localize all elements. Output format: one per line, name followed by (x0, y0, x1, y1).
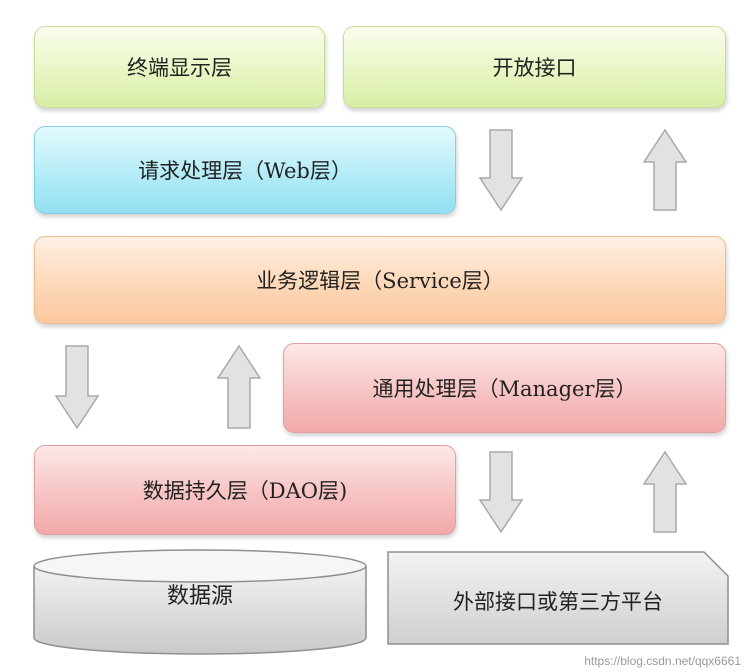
database-cylinder-icon (33, 549, 367, 655)
down-arrow-icon (478, 129, 524, 212)
dao-layer-label: 数据持久层（DAO层) (142, 479, 348, 503)
manager-layer: 通用处理层（Manager层） (283, 343, 726, 433)
down-arrow-icon (478, 451, 524, 534)
external-platform-label: 外部接口或第三方平台 (453, 590, 663, 614)
service-layer: 业务逻辑层（Service层） (34, 236, 726, 324)
open-interface-layer: 开放接口 (343, 26, 726, 108)
web-layer: 请求处理层（Web层） (34, 126, 456, 214)
up-arrow-icon (642, 128, 688, 211)
manager-layer-label: 通用处理层（Manager层） (372, 377, 637, 401)
service-layer-label: 业务逻辑层（Service层） (256, 269, 504, 293)
dao-layer: 数据持久层（DAO层) (34, 445, 456, 535)
terminal-display-label: 终端显示层 (127, 56, 232, 80)
open-interface-label: 开放接口 (492, 56, 577, 80)
watermark-url: https://blog.csdn.net/qqx6661 (584, 654, 741, 668)
web-layer-label: 请求处理层（Web层） (138, 159, 352, 183)
up-arrow-icon (216, 344, 262, 429)
external-platform-box (387, 551, 729, 645)
terminal-display-layer: 终端显示层 (34, 26, 325, 108)
down-arrow-icon (54, 345, 100, 430)
up-arrow-icon (642, 450, 688, 533)
data-source-label: 数据源 (166, 584, 233, 609)
